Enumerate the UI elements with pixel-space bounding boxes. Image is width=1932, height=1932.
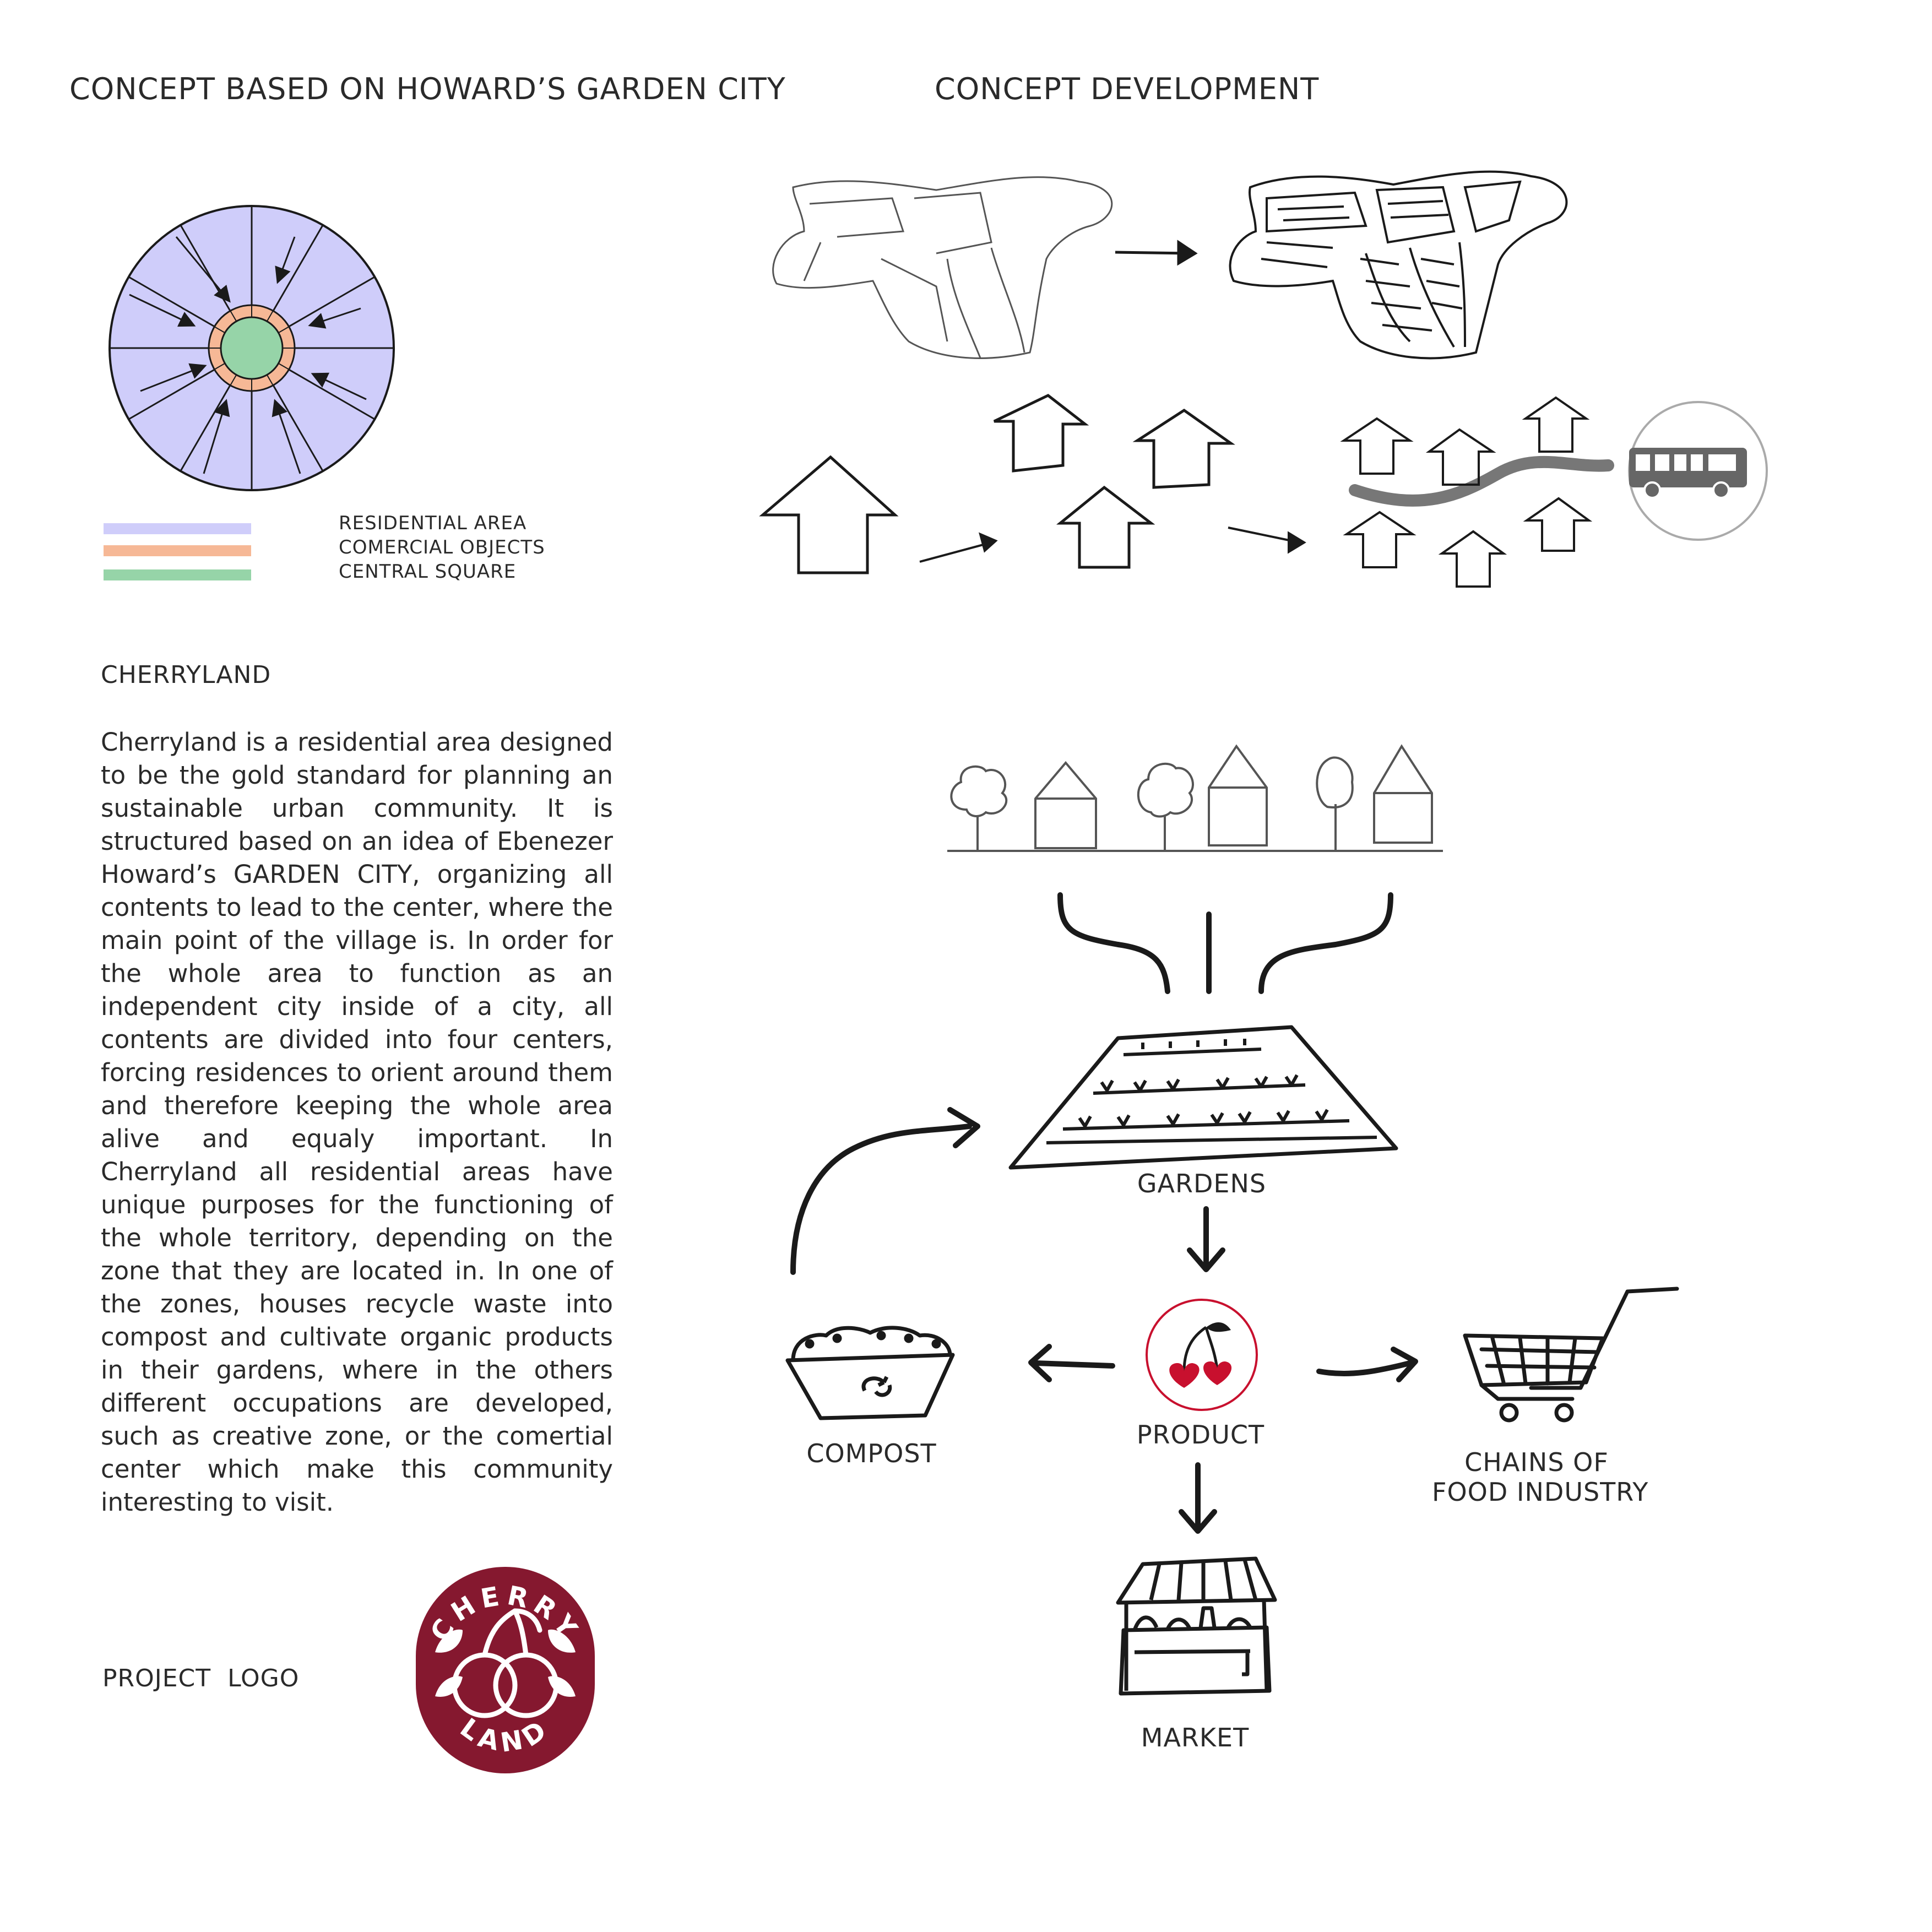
site-plan-sketch-after — [1229, 170, 1568, 360]
arrow-houses-1 — [919, 532, 998, 563]
bus-icon — [1628, 401, 1768, 541]
house-icon — [759, 455, 899, 574]
label-compost: COMPOST — [806, 1439, 937, 1468]
tree-icon — [1316, 756, 1354, 851]
site-plan-sketch-before — [772, 176, 1113, 359]
legend-swatch-residential — [104, 523, 251, 534]
house-icon — [993, 394, 1235, 569]
legend-swatch-commercial — [104, 545, 251, 556]
label-product: PRODUCT — [1136, 1420, 1265, 1450]
arrow-houses-2 — [1228, 527, 1306, 554]
legend-label-central: CENTRAL SQUARE — [339, 561, 517, 583]
legend-swatch-central — [104, 569, 251, 580]
legend-labels: RESIDENTIAL AREA COMERCIAL OBJECTS CENTR… — [339, 511, 545, 584]
arrow-plan-transition — [1115, 240, 1198, 266]
house-icon — [1208, 744, 1268, 846]
label-chains-line1: CHAINS OF — [1464, 1447, 1609, 1477]
house-icon — [1034, 761, 1097, 849]
label-chains-line2: FOOD INDUSTRY — [1432, 1477, 1649, 1507]
flow-arrows — [790, 1107, 1418, 1534]
label-gardens: GARDENS — [1137, 1169, 1267, 1198]
label-market: MARKET — [1141, 1723, 1250, 1752]
market-stall-icon — [1116, 1556, 1277, 1696]
trees-houses-row — [947, 744, 1443, 852]
compost-bin-icon — [785, 1326, 955, 1420]
description-text: Cherryland is a residential area designe… — [101, 728, 613, 1517]
legend-label-commercial: COMERCIAL OBJECTS — [339, 536, 545, 558]
cherry-icon — [1146, 1299, 1258, 1411]
label-chains: CHAINS OF FOOD INDUSTRY — [1432, 1447, 1649, 1507]
project-logo: CHERRY LAND — [416, 1567, 595, 1773]
description-title: CHERRYLAND — [101, 661, 272, 689]
tree-icon — [1137, 762, 1194, 851]
legend-label-residential: RESIDENTIAL AREA — [339, 512, 527, 534]
shopping-cart-icon — [1463, 1287, 1679, 1423]
house-icon — [1340, 396, 1593, 588]
house-icon — [1373, 744, 1433, 844]
heading-concept-development: CONCEPT DEVELOPMENT — [935, 72, 1320, 106]
radial-plan — [108, 205, 395, 491]
funnel-lines — [1057, 892, 1393, 994]
tree-icon — [950, 765, 1008, 851]
garden-bed-icon — [1008, 1025, 1398, 1170]
road-line — [1349, 455, 1614, 507]
project-logo-label: PROJECT LOGO — [102, 1664, 300, 1692]
heading-garden-city: CONCEPT BASED ON HOWARD’S GARDEN CITY — [69, 72, 786, 106]
